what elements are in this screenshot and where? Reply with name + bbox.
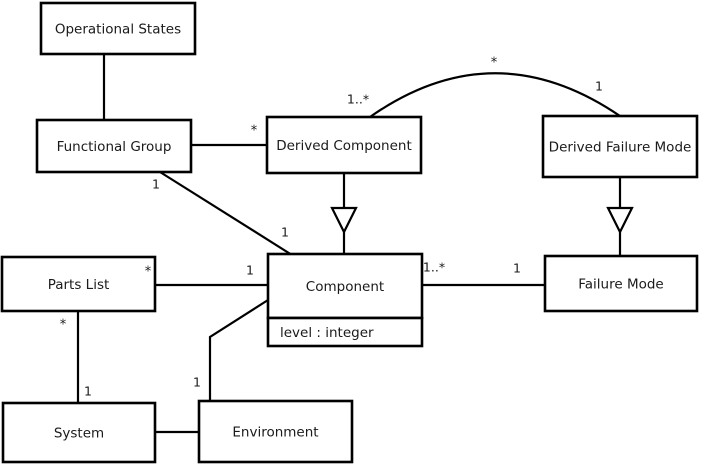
class-box-rect-component-name-compartment[interactable] <box>266 252 424 320</box>
multiplicity-layer: * 1 1 1..* 1 * * 1 1..* 1 * 1 1 * <box>0 0 603 399</box>
class-box-rect-component-attribute-compartment[interactable] <box>266 316 424 348</box>
class-name-environment: Environment <box>232 425 318 441</box>
generalization-triangle-icon-derived-failure-mode[interactable] <box>606 206 634 235</box>
class-box-derived-component[interactable]: Derived Component <box>265 115 423 175</box>
multiplicity-component-environment-end: * <box>0 0 4 8</box>
multiplicity-arc-derived-component-end: 1 <box>595 79 603 94</box>
multiplicity-component-parts-list-end: 1..* <box>423 260 445 275</box>
class-box-derived-failure-mode[interactable]: Derived Failure Mode <box>541 114 699 179</box>
class-name-derived-component: Derived Component <box>276 138 412 154</box>
multiplicity-parts-list-component-end: 1 <box>246 263 254 278</box>
class-name-component: Component <box>306 279 384 295</box>
class-box-system[interactable]: System <box>1 401 157 464</box>
multiplicity-functional-group-component-end: 1 <box>281 225 289 240</box>
class-box-rect-system[interactable] <box>1 401 157 464</box>
class-box-failure-mode[interactable]: Failure Mode <box>543 254 699 313</box>
multiplicity-operational-states-end: * <box>251 124 258 139</box>
generalization-layer <box>330 173 634 256</box>
class-box-functional-group[interactable]: Functional Group <box>35 118 193 174</box>
multiplicity-arc-derived-failure-mode-end: * <box>491 56 498 71</box>
class-box-parts-list[interactable]: Parts List <box>0 255 157 313</box>
multiplicity-parts-list-system-end: 1 <box>84 384 92 399</box>
class-box-rect-derived-failure-mode[interactable] <box>541 114 699 179</box>
association-functional-group-component[interactable] <box>159 171 293 256</box>
class-box-rect-failure-mode[interactable] <box>543 254 699 313</box>
multiplicity-failure-mode-component-end: * <box>60 318 67 333</box>
multiplicity-component-functional-group-end: 1..* <box>347 92 369 107</box>
class-name-derived-failure-mode: Derived Failure Mode <box>549 140 692 156</box>
class-box-component[interactable]: Component level : integer <box>266 252 424 348</box>
generalization-triangle-icon-derived-component[interactable] <box>330 206 358 235</box>
class-attribute-component-level: level : integer <box>280 325 374 341</box>
association-layer <box>76 54 621 434</box>
class-box-rect-derived-component[interactable] <box>265 115 423 175</box>
class-box-rect-environment[interactable] <box>197 399 354 464</box>
class-name-failure-mode: Failure Mode <box>578 277 664 293</box>
class-box-operational-states[interactable]: Operational States <box>39 1 197 56</box>
class-name-parts-list: Parts List <box>48 277 110 293</box>
multiplicity-system-parts-list-end: 1 <box>193 375 201 390</box>
class-name-functional-group: Functional Group <box>57 139 172 155</box>
class-name-operational-states: Operational States <box>55 22 181 38</box>
association-derived-component-derived-failure-mode[interactable] <box>369 72 621 118</box>
multiplicity-arc-apex: * <box>145 265 152 280</box>
class-name-system: System <box>54 426 104 442</box>
class-box-rect-functional-group[interactable] <box>35 118 193 174</box>
class-box-environment[interactable]: Environment <box>197 399 354 464</box>
multiplicity-component-failure-mode-end: 1 <box>513 261 521 276</box>
class-box-rect-operational-states[interactable] <box>39 1 197 56</box>
association-component-environment[interactable] <box>208 299 269 401</box>
multiplicity-derived-component-end: 1 <box>152 177 160 192</box>
class-box-rect-parts-list[interactable] <box>0 255 157 313</box>
